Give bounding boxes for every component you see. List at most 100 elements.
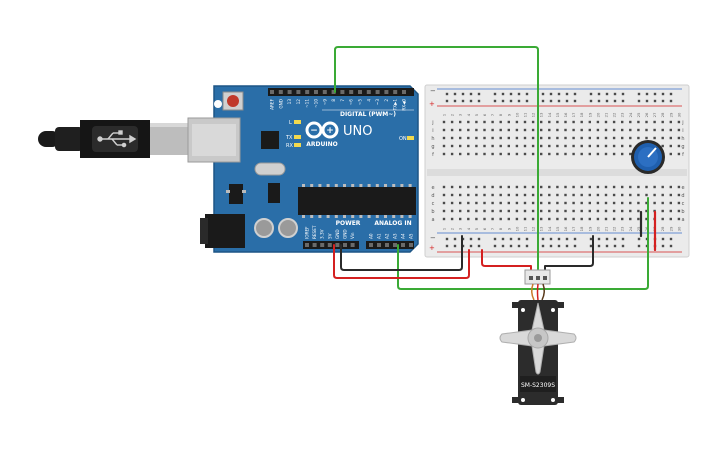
breadboard-rail-hole[interactable] (613, 237, 617, 241)
header-pin-hole[interactable] (393, 243, 397, 247)
breadboard-rail-hole[interactable] (509, 99, 513, 103)
breadboard-rail-hole[interactable] (525, 92, 529, 96)
breadboard-hole[interactable] (540, 201, 543, 205)
breadboard-hole[interactable] (669, 136, 672, 140)
breadboard-hole[interactable] (604, 128, 608, 132)
breadboard-hole[interactable] (540, 193, 543, 197)
breadboard-rail-hole[interactable] (661, 92, 665, 96)
header-pin-hole[interactable] (349, 90, 354, 94)
breadboard-hole[interactable] (621, 144, 624, 148)
breadboard-hole[interactable] (572, 193, 575, 197)
breadboard-hole[interactable] (653, 136, 656, 140)
breadboard-hole[interactable] (645, 201, 648, 205)
breadboard-hole[interactable] (604, 217, 608, 221)
breadboard-hole[interactable] (669, 185, 672, 189)
breadboard-rail-hole[interactable] (589, 92, 593, 96)
breadboard-hole[interactable] (580, 136, 583, 140)
breadboard-hole[interactable] (596, 152, 600, 156)
header-pin-hole[interactable] (393, 90, 398, 94)
breadboard-rail-hole[interactable] (597, 92, 601, 96)
breadboard-rail-hole[interactable] (445, 237, 449, 241)
breadboard-hole[interactable] (507, 185, 510, 189)
breadboard-hole[interactable] (483, 128, 486, 132)
breadboard-rail-hole[interactable] (661, 99, 665, 103)
breadboard-hole[interactable] (491, 136, 494, 140)
breadboard-hole[interactable] (612, 209, 616, 213)
breadboard-rail-hole[interactable] (565, 244, 569, 248)
breadboard-hole[interactable] (572, 217, 575, 221)
header-pin-hole[interactable] (278, 90, 283, 94)
breadboard-hole[interactable] (677, 152, 681, 156)
breadboard-rail-hole[interactable] (605, 99, 609, 103)
breadboard-hole[interactable] (556, 217, 559, 221)
header-pin-hole[interactable] (322, 90, 327, 94)
breadboard-rail-hole[interactable] (597, 237, 601, 241)
breadboard-hole[interactable] (596, 201, 600, 205)
breadboard-rail-hole[interactable] (653, 92, 657, 96)
breadboard-hole[interactable] (459, 128, 462, 132)
breadboard-hole[interactable] (637, 120, 640, 124)
breadboard-hole[interactable] (564, 217, 567, 221)
breadboard-hole[interactable] (556, 128, 559, 132)
breadboard-hole[interactable] (483, 136, 486, 140)
breadboard-hole[interactable] (677, 217, 681, 221)
breadboard-hole[interactable] (588, 201, 591, 205)
breadboard-rail-hole[interactable] (477, 99, 481, 103)
breadboard-hole[interactable] (450, 209, 454, 213)
breadboard-hole[interactable] (483, 209, 486, 213)
breadboard-hole[interactable] (467, 185, 470, 189)
breadboard-hole[interactable] (459, 193, 462, 197)
breadboard-hole[interactable] (637, 128, 640, 132)
breadboard-hole[interactable] (507, 152, 510, 156)
breadboard-hole[interactable] (596, 185, 600, 189)
breadboard-hole[interactable] (540, 136, 543, 140)
breadboard-rail-hole[interactable] (645, 92, 649, 96)
breadboard-hole[interactable] (612, 217, 616, 221)
breadboard-hole[interactable] (442, 128, 446, 132)
breadboard-rail-hole[interactable] (517, 237, 521, 241)
breadboard-hole[interactable] (669, 128, 672, 132)
breadboard-hole[interactable] (677, 209, 681, 213)
breadboard-hole[interactable] (653, 128, 656, 132)
header-pin-hole[interactable] (385, 243, 389, 247)
breadboard-hole[interactable] (475, 201, 478, 205)
breadboard-hole[interactable] (459, 136, 462, 140)
breadboard-hole[interactable] (661, 185, 664, 189)
header-pin-hole[interactable] (331, 90, 336, 94)
breadboard-hole[interactable] (491, 201, 494, 205)
breadboard-rail-hole[interactable] (557, 92, 561, 96)
header-pin-hole[interactable] (401, 243, 405, 247)
breadboard-hole[interactable] (604, 185, 608, 189)
breadboard-hole[interactable] (588, 144, 591, 148)
breadboard-hole[interactable] (467, 128, 470, 132)
breadboard-hole[interactable] (580, 128, 583, 132)
breadboard-hole[interactable] (580, 201, 583, 205)
breadboard-hole[interactable] (564, 144, 567, 148)
breadboard-hole[interactable] (459, 217, 462, 221)
breadboard-hole[interactable] (467, 144, 470, 148)
breadboard-hole[interactable] (475, 152, 478, 156)
breadboard-hole[interactable] (661, 209, 664, 213)
breadboard-hole[interactable] (637, 201, 640, 205)
breadboard-rail-hole[interactable] (637, 244, 641, 248)
breadboard-hole[interactable] (523, 136, 527, 140)
header-pin-hole[interactable] (358, 90, 362, 94)
breadboard-hole[interactable] (604, 152, 608, 156)
breadboard-rail-hole[interactable] (461, 99, 465, 103)
breadboard-hole[interactable] (540, 144, 543, 148)
breadboard-rail-hole[interactable] (541, 99, 545, 103)
breadboard-hole[interactable] (612, 144, 616, 148)
breadboard-hole[interactable] (540, 128, 543, 132)
breadboard-rail-hole[interactable] (621, 244, 625, 248)
breadboard-rail-hole[interactable] (613, 99, 617, 103)
breadboard-hole[interactable] (604, 144, 608, 148)
breadboard-rail-hole[interactable] (493, 237, 497, 241)
header-pin-hole[interactable] (305, 243, 309, 247)
breadboard-rail-hole[interactable] (453, 237, 457, 241)
breadboard-hole[interactable] (467, 217, 470, 221)
breadboard-rail-hole[interactable] (477, 237, 481, 241)
breadboard-hole[interactable] (483, 193, 486, 197)
breadboard-hole[interactable] (669, 201, 672, 205)
breadboard-rail-hole[interactable] (653, 99, 657, 103)
breadboard-hole[interactable] (507, 128, 510, 132)
